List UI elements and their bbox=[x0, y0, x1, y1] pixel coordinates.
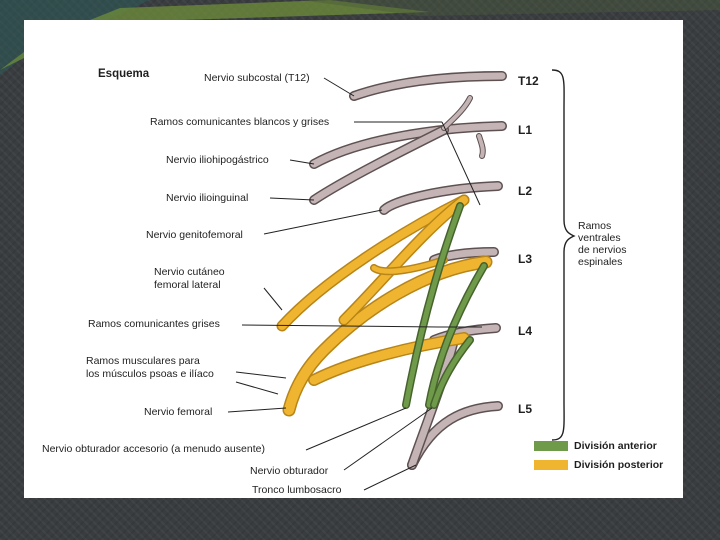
brace-label-line1: Ramos bbox=[578, 220, 626, 232]
legend-label-posterior: División posterior bbox=[574, 459, 663, 471]
legend-item-posterior: División posterior bbox=[534, 459, 663, 471]
label-cutaneo-line1: Nervio cutáneo bbox=[154, 266, 225, 278]
level-label-t12: T12 bbox=[518, 74, 539, 88]
brace-label-line4: espinales bbox=[578, 256, 626, 268]
diagram-title: Esquema bbox=[98, 68, 149, 80]
label-cutaneo-line2: femoral lateral bbox=[154, 279, 221, 291]
label-ramos-comunicantes-blancos: Ramos comunicantes blancos y grises bbox=[150, 116, 329, 128]
label-subcostal: Nervio subcostal (T12) bbox=[204, 72, 310, 84]
label-obturador: Nervio obturador bbox=[250, 465, 328, 477]
level-label-l1: L1 bbox=[518, 123, 532, 137]
legend-label-anterior: División anterior bbox=[574, 440, 657, 452]
level-label-l5: L5 bbox=[518, 402, 532, 416]
brace-label: Ramos ventrales de nervios espinales bbox=[578, 220, 626, 268]
diagram-slide: .gy { fill: none; stroke: #c4b4b5; strok… bbox=[24, 20, 683, 498]
label-ilioinguinal: Nervio ilioinguinal bbox=[166, 192, 248, 204]
level-label-l4: L4 bbox=[518, 324, 532, 338]
label-tronco-lumbosacro: Tronco lumbosacro bbox=[252, 484, 341, 496]
legend-swatch-posterior bbox=[534, 460, 568, 470]
brace-label-line2: ventrales bbox=[578, 232, 626, 244]
brace bbox=[552, 70, 574, 440]
label-genitofemoral: Nervio genitofemoral bbox=[146, 229, 243, 241]
label-iliohipogastrico: Nervio iliohipogástrico bbox=[166, 154, 269, 166]
legend-swatch-anterior bbox=[534, 441, 568, 451]
label-musculares-line1: Ramos musculares para bbox=[86, 355, 200, 367]
label-musculares-line2: los músculos psoas e ilíaco bbox=[86, 368, 214, 380]
level-label-l2: L2 bbox=[518, 184, 532, 198]
brace-label-line3: de nervios bbox=[578, 244, 626, 256]
level-label-l3: L3 bbox=[518, 252, 532, 266]
label-femoral: Nervio femoral bbox=[144, 406, 212, 418]
label-obturador-accesorio: Nervio obturador accesorio (a menudo aus… bbox=[42, 443, 265, 455]
legend-item-anterior: División anterior bbox=[534, 440, 657, 452]
posterior-division-nerves bbox=[282, 200, 486, 410]
label-ramos-comunicantes-grises: Ramos comunicantes grises bbox=[88, 318, 220, 330]
